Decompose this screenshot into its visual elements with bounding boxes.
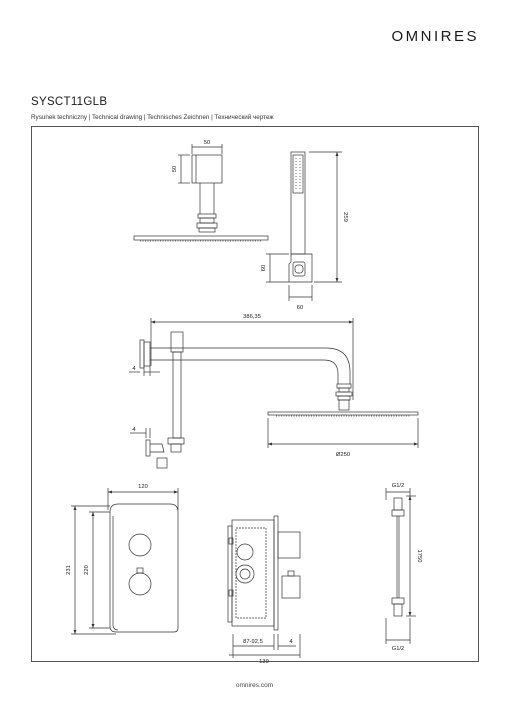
model-code: SYSCT11GLB bbox=[31, 96, 108, 108]
website-footer: omnires.com bbox=[235, 682, 274, 689]
side-view-assembly bbox=[129, 318, 419, 469]
dim-hand-shower-length: 259 bbox=[342, 212, 348, 222]
dim-panel-height-total: 231 bbox=[66, 565, 72, 575]
dim-hose-top-thread: G1/2 bbox=[392, 483, 405, 489]
dim-arm-offset: 4 bbox=[132, 366, 136, 372]
dim-box-total: 139 bbox=[259, 659, 269, 665]
shower-hose bbox=[385, 488, 416, 644]
drawing-frame bbox=[31, 126, 479, 662]
dim-holder-height: 60 bbox=[261, 265, 267, 271]
dim-holder-offset: 4 bbox=[132, 427, 136, 433]
dim-holder-width: 60 bbox=[297, 305, 303, 311]
concealed-box-side bbox=[227, 515, 301, 658]
dim-box-offset: 4 bbox=[289, 639, 293, 645]
dim-arm-length: 386,35 bbox=[243, 314, 261, 320]
dim-head-diameter: Ø250 bbox=[336, 452, 350, 458]
brand-logo: OMNIRES bbox=[391, 28, 479, 45]
dim-hose-bottom-thread: G1/2 bbox=[392, 646, 405, 652]
hand-shower-view bbox=[266, 151, 342, 301]
dim-box-depth: 87-92,5 bbox=[243, 639, 263, 645]
thermostat-panel-front bbox=[71, 488, 179, 635]
dim-panel-height-inner: 220 bbox=[84, 565, 90, 575]
drawing-subtitle: Rysunek techniczny | Technical drawing |… bbox=[31, 114, 274, 121]
dim-arm-width: 50 bbox=[204, 140, 210, 146]
dim-panel-width: 120 bbox=[138, 484, 148, 490]
dim-hose-length: 1750 bbox=[416, 550, 422, 563]
dim-arm-height: 50 bbox=[172, 166, 178, 172]
rain-shower-front-view bbox=[133, 144, 269, 242]
